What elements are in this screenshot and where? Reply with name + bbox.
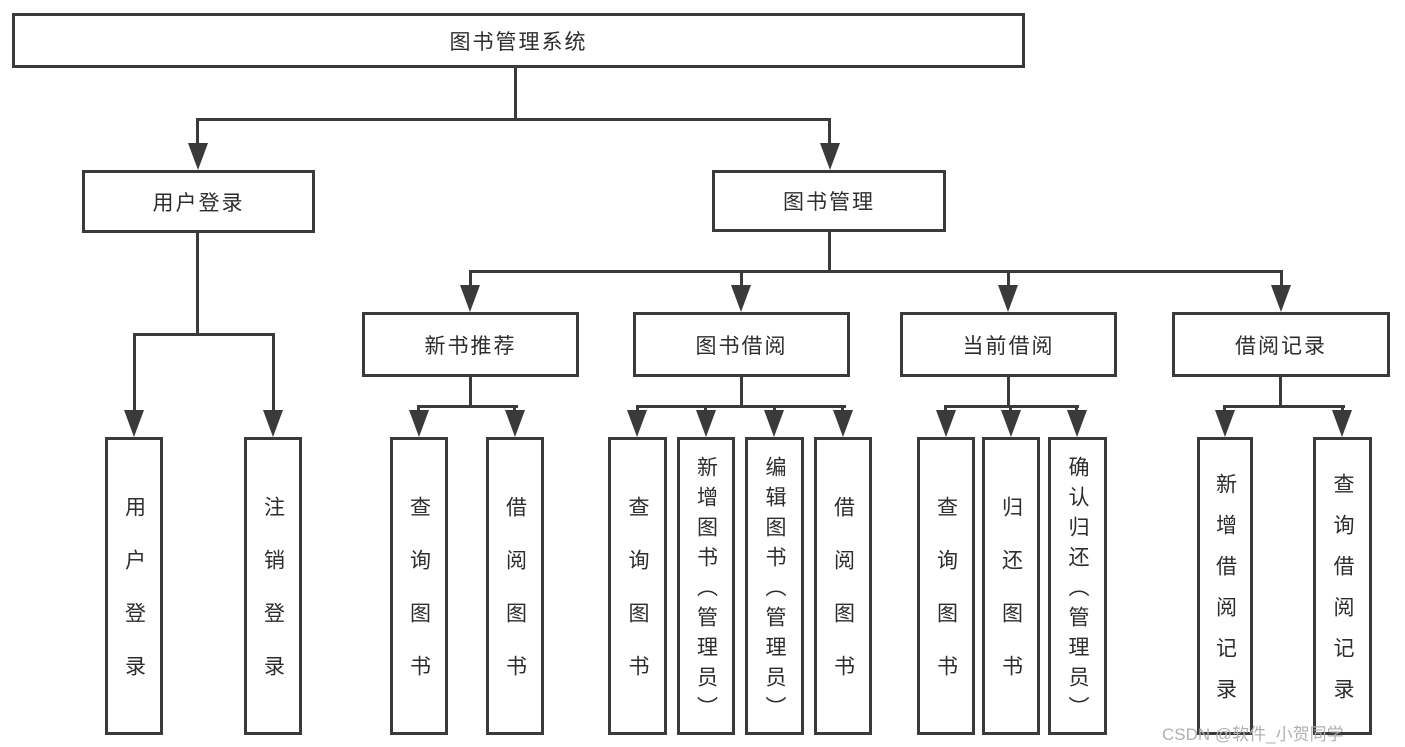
arrow-down-icon bbox=[124, 410, 144, 437]
leaf-add-book-admin-label: 新增图书（管理员） bbox=[694, 455, 718, 726]
connector-vline bbox=[1279, 377, 1282, 407]
leaf-add-borrow-record: 新增借阅记录 bbox=[1197, 437, 1253, 735]
connector-hline bbox=[636, 405, 846, 408]
node-new-book-recommend: 新书推荐 bbox=[362, 312, 579, 377]
node-user-login: 用户登录 bbox=[82, 170, 315, 233]
connector-vline bbox=[133, 333, 136, 413]
connector-vline bbox=[1223, 405, 1226, 413]
leaf-logout: 注销登录 bbox=[244, 437, 302, 735]
leaf-borrow-query-book-label: 查询图书 bbox=[626, 496, 649, 708]
connector-vline bbox=[1009, 405, 1012, 413]
connector-hline bbox=[196, 118, 830, 121]
arrow-down-icon bbox=[627, 410, 647, 437]
connector-vline bbox=[514, 66, 517, 120]
leaf-user-login-label: 用户登录 bbox=[122, 496, 146, 708]
leaf-current-query-book-label: 查询图书 bbox=[934, 496, 958, 708]
node-current-borrow: 当前借阅 bbox=[900, 312, 1117, 377]
connector-hline bbox=[417, 405, 518, 408]
arrow-down-icon bbox=[1067, 410, 1087, 437]
leaf-confirm-return-admin-label: 确认归还（管理员） bbox=[1066, 455, 1089, 726]
arrow-down-icon bbox=[696, 410, 716, 437]
connector-vline bbox=[196, 118, 199, 148]
leaf-recommend-query-book: 查询图书 bbox=[390, 437, 448, 735]
arrow-down-icon bbox=[460, 285, 480, 312]
arrow-down-icon bbox=[1332, 410, 1352, 437]
leaf-recommend-query-book-label: 查询图书 bbox=[407, 496, 431, 708]
arrow-down-icon bbox=[936, 410, 956, 437]
arrow-down-icon bbox=[764, 410, 784, 437]
connector-vline bbox=[417, 405, 420, 413]
arrow-down-icon bbox=[188, 143, 208, 170]
leaf-recommend-borrow-book-label: 借阅图书 bbox=[503, 496, 527, 708]
node-book-borrow: 图书借阅 bbox=[633, 312, 850, 377]
node-borrow-records: 借阅记录 bbox=[1172, 312, 1390, 377]
connector-vline bbox=[1341, 405, 1344, 413]
leaf-borrow-book: 借阅图书 bbox=[814, 437, 872, 735]
connector-vline bbox=[1007, 377, 1010, 407]
leaf-query-borrow-record: 查询借阅记录 bbox=[1313, 437, 1372, 735]
connector-vline bbox=[828, 118, 831, 148]
connector-vline bbox=[196, 233, 199, 335]
connector-vline bbox=[740, 377, 743, 407]
connector-vline bbox=[469, 270, 472, 288]
leaf-add-borrow-record-label: 新增借阅记录 bbox=[1213, 473, 1237, 719]
connector-vline bbox=[513, 405, 516, 413]
leaf-return-book: 归还图书 bbox=[982, 437, 1040, 735]
connector-vline bbox=[841, 405, 844, 413]
leaf-user-login: 用户登录 bbox=[105, 437, 163, 735]
leaf-return-book-label: 归还图书 bbox=[999, 496, 1023, 708]
connector-vline bbox=[1075, 405, 1078, 413]
leaf-borrow-query-book: 查询图书 bbox=[608, 437, 667, 735]
leaf-add-book-admin: 新增图书（管理员） bbox=[677, 437, 735, 735]
arrow-down-icon bbox=[731, 285, 751, 312]
leaf-logout-label: 注销登录 bbox=[261, 496, 285, 708]
arrow-down-icon bbox=[833, 410, 853, 437]
connector-vline bbox=[469, 377, 472, 407]
connector-vline bbox=[740, 270, 743, 288]
leaf-edit-book-admin: 编辑图书（管理员） bbox=[745, 437, 804, 735]
csdn-watermark: CSDN @软件_小贺同学 bbox=[1162, 725, 1344, 744]
arrow-down-icon bbox=[1271, 285, 1291, 312]
arrow-down-icon bbox=[1001, 410, 1021, 437]
connector-vline bbox=[944, 405, 947, 413]
arrow-down-icon bbox=[998, 285, 1018, 312]
leaf-current-query-book: 查询图书 bbox=[917, 437, 975, 735]
leaf-recommend-borrow-book: 借阅图书 bbox=[486, 437, 544, 735]
connector-hline bbox=[1223, 405, 1345, 408]
connector-vline bbox=[1280, 270, 1283, 288]
leaf-borrow-book-label: 借阅图书 bbox=[831, 496, 855, 708]
connector-vline bbox=[272, 333, 275, 413]
arrow-down-icon bbox=[820, 143, 840, 170]
connector-vline bbox=[773, 405, 776, 413]
arrow-down-icon bbox=[263, 410, 283, 437]
connector-vline bbox=[636, 405, 639, 413]
node-book-management: 图书管理 bbox=[712, 170, 946, 232]
arrow-down-icon bbox=[1215, 410, 1235, 437]
arrow-down-icon bbox=[505, 410, 525, 437]
connector-hline bbox=[469, 270, 1283, 273]
node-root-library-system: 图书管理系统 bbox=[12, 13, 1025, 68]
leaf-confirm-return-admin: 确认归还（管理员） bbox=[1048, 437, 1107, 735]
connector-vline bbox=[828, 232, 831, 273]
arrow-down-icon bbox=[409, 410, 429, 437]
leaf-query-borrow-record-label: 查询借阅记录 bbox=[1331, 473, 1354, 719]
connector-vline bbox=[704, 405, 707, 413]
leaf-edit-book-admin-label: 编辑图书（管理员） bbox=[763, 455, 786, 726]
connector-hline bbox=[133, 333, 275, 336]
connector-vline bbox=[1007, 270, 1010, 288]
